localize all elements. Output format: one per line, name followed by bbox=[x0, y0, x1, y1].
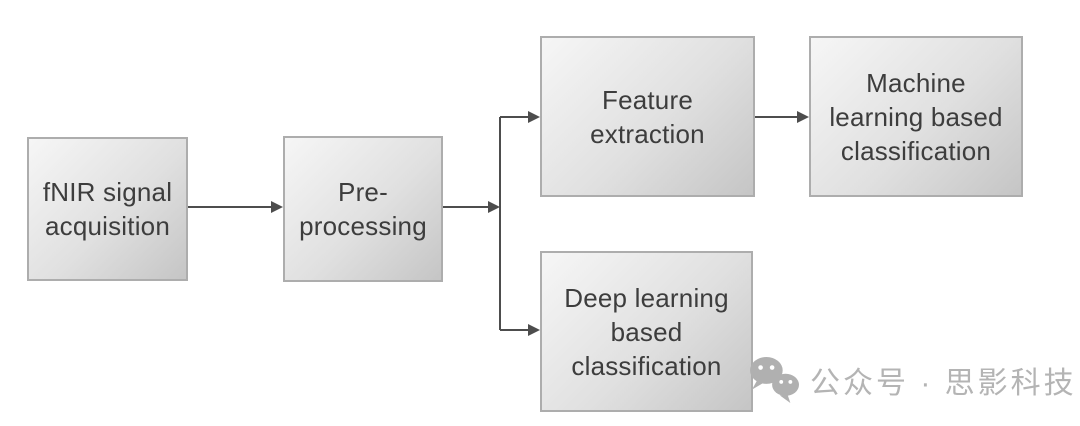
node-label: Deep learning based classification bbox=[564, 282, 729, 381]
node-pre-processing: Pre- processing bbox=[283, 136, 443, 282]
node-feature-extraction: Feature extraction bbox=[540, 36, 755, 197]
node-deep-learning-based-classification: Deep learning based classification bbox=[540, 251, 753, 412]
node-label: Machine learning based classification bbox=[829, 67, 1003, 166]
watermark-text: 公众号 · 思影科技 bbox=[810, 367, 1077, 400]
node-fnir-signal-acquisition: fNIR signal acquisition bbox=[27, 137, 188, 281]
node-label: Pre- processing bbox=[299, 177, 427, 241]
watermark: 公众号 · 思影科技 bbox=[748, 356, 1077, 404]
node-machine-learning-based-classification: Machine learning based classification bbox=[809, 36, 1023, 197]
wechat-icon bbox=[750, 356, 799, 404]
node-label: fNIR signal acquisition bbox=[42, 177, 173, 241]
node-label: Feature extraction bbox=[590, 84, 705, 149]
